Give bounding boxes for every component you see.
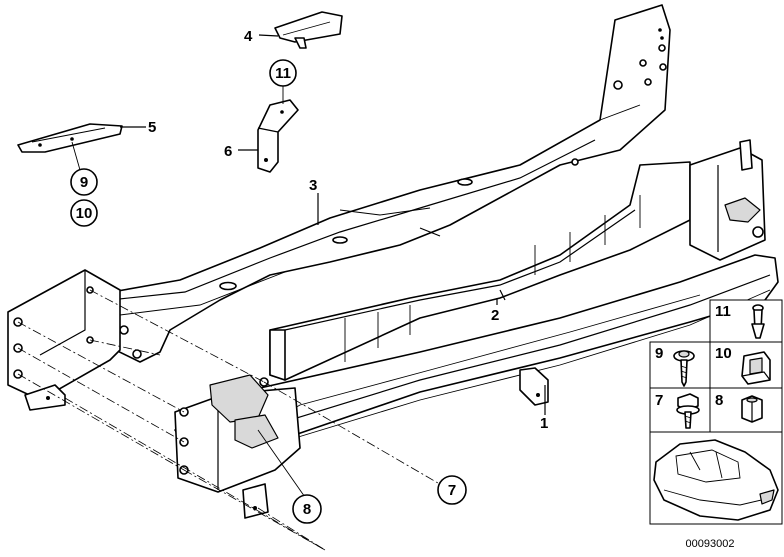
bumper-carrier-part-1 (174, 139, 779, 519)
hex-nut-icon (741, 395, 763, 423)
assembly-lines (17, 289, 451, 551)
support-plate-part-5 (17, 123, 123, 153)
hex-bolt-icon (676, 393, 700, 429)
diagram-code: 00093002 (686, 538, 735, 550)
legend-key-7: 7 (655, 392, 663, 409)
svg-text:11: 11 (275, 65, 291, 82)
label-part-6: 6 (224, 143, 232, 160)
legend-key-9: 9 (655, 345, 663, 362)
fastener-legend: 11 9 10 7 8 (649, 299, 783, 550)
label-part-3: 3 (309, 177, 317, 194)
svg-text:10: 10 (76, 205, 93, 222)
circled-label-10: 10 (70, 199, 98, 227)
svg-text:9: 9 (80, 174, 88, 191)
legend-key-8: 8 (715, 392, 723, 409)
legend-key-11: 11 (715, 303, 731, 320)
car-silhouette-icon (653, 439, 779, 521)
circled-label-11: 11 (269, 59, 297, 87)
carrier-bracket-part-3 (94, 4, 671, 363)
leader-lines (71, 34, 546, 501)
circled-label-7: 7 (437, 475, 467, 505)
clip-part-4 (274, 11, 343, 49)
circled-label-9: 9 (70, 168, 98, 196)
label-part-5: 5 (148, 119, 156, 136)
spring-nut-icon (741, 351, 771, 385)
label-part-2: 2 (491, 307, 499, 324)
left-end-plate (7, 269, 121, 411)
svg-text:8: 8 (303, 501, 311, 518)
washer-screw-icon (673, 350, 695, 387)
label-part-1: 1 (540, 415, 548, 432)
svg-text:7: 7 (448, 482, 456, 499)
legend-key-10: 10 (715, 345, 732, 362)
expanding-rivet-icon (751, 304, 765, 339)
label-part-4: 4 (244, 28, 253, 45)
circled-label-8: 8 (292, 494, 322, 524)
angle-bracket-part-6 (257, 99, 299, 173)
